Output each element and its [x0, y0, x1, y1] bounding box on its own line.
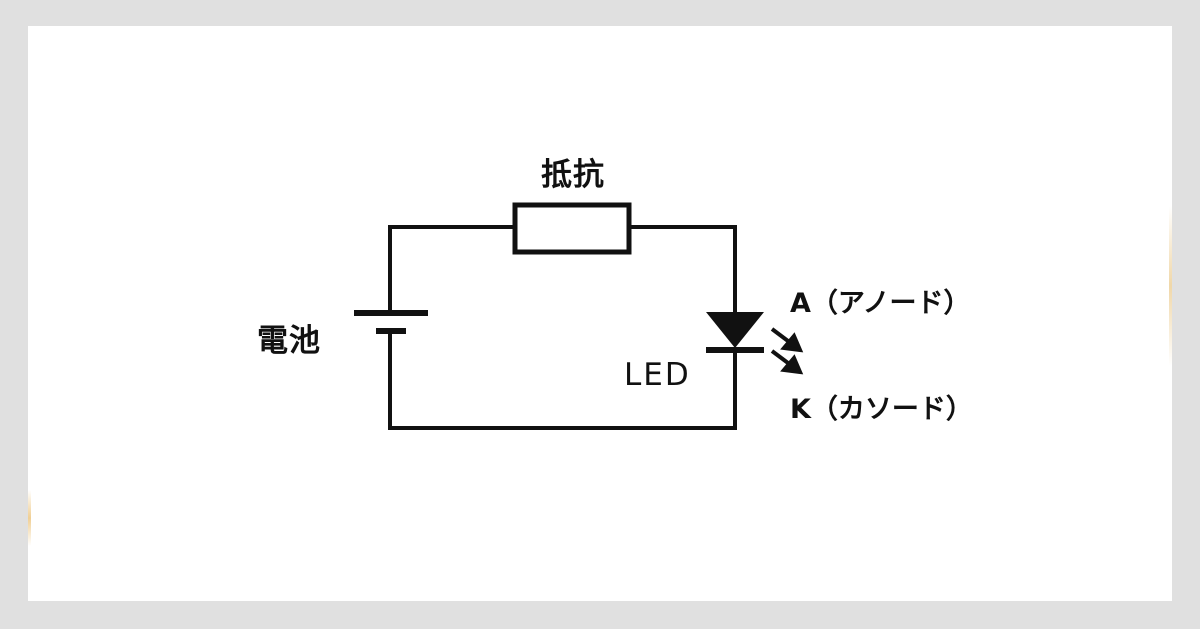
battery-label: 電池	[257, 323, 321, 359]
circuit-diagram	[354, 202, 804, 430]
led-label: LED	[624, 357, 691, 393]
battery-symbol	[354, 310, 428, 334]
resistor-label: 抵抗	[541, 157, 605, 193]
resistor-symbol	[512, 202, 632, 255]
led-emission-arrows	[770, 327, 804, 375]
anode-label: A（アノード）	[790, 288, 971, 319]
cathode-label: K（カソード）	[790, 394, 973, 425]
emission-arrow-2	[770, 349, 804, 375]
right-edge-streak	[1169, 206, 1172, 366]
left-edge-streak	[28, 490, 31, 546]
circuit-wires	[388, 225, 737, 430]
resistor-box	[512, 202, 632, 255]
led-symbol	[706, 312, 764, 353]
emission-arrow-1	[770, 327, 804, 353]
diagram-card: 抵抗 電池 LED A（アノード） K（カソード）	[28, 26, 1172, 601]
led-triangle	[706, 312, 764, 348]
